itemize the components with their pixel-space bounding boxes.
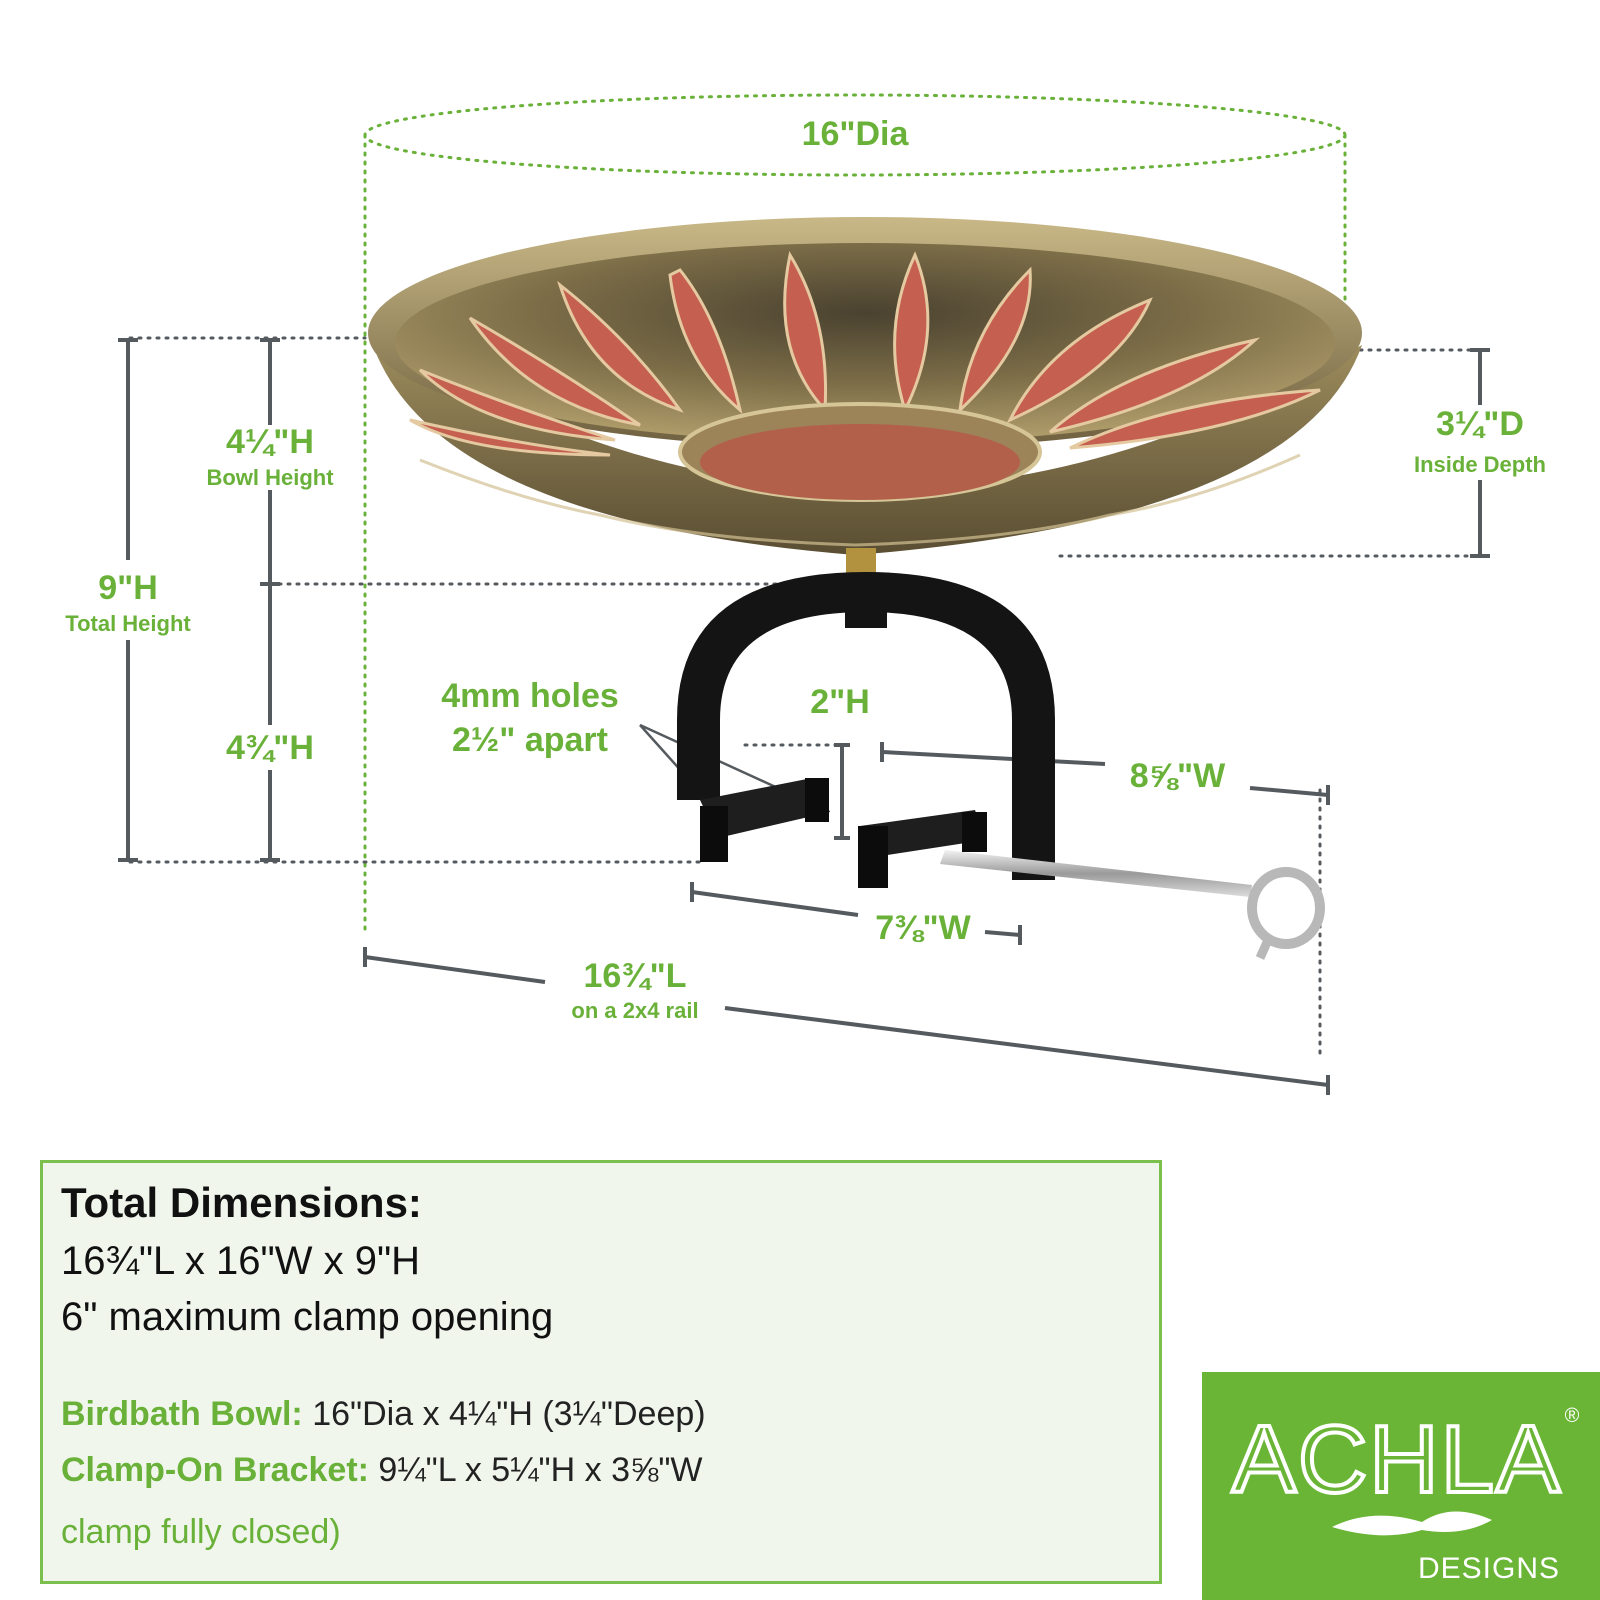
clamp-bracket <box>677 572 1325 960</box>
total-height-caption: Total Height <box>65 611 191 636</box>
panel-title: Total Dimensions: <box>61 1179 422 1226</box>
bracket-height-label: 4¾"H <box>226 729 314 767</box>
guide-lines <box>128 336 1482 864</box>
leaf-icon <box>1332 1511 1492 1536</box>
bracket-spec-value: 9¼"L x 5¼"H x 3⅝"W <box>368 1451 703 1489</box>
total-size-line: 16¾"L x 16"W x 9"H <box>61 1239 421 1283</box>
clamp-width-label: 8⅝"W <box>1129 757 1226 795</box>
length-caption: on a 2x4 rail <box>571 998 699 1023</box>
bowl-spec-key: Birdbath Bowl: <box>61 1395 303 1433</box>
bracket-spec-key: Clamp-On Bracket: <box>61 1451 369 1489</box>
diameter-label: 16"Dia <box>801 115 909 153</box>
tab-height-label: 2"H <box>810 683 870 721</box>
dimensions-panel: Total Dimensions: 16¾"L x 16"W x 9"H 6" … <box>40 1160 1162 1584</box>
bracket-spec-line: Clamp-On Bracket: 9¼"L x 5¼"H x 3⅝"W <box>61 1451 703 1490</box>
svg-text:®: ® <box>1565 1405 1580 1427</box>
holes-label-line2: 2½" apart <box>452 721 608 759</box>
bowl-height-caption: Bowl Height <box>206 465 334 490</box>
clamp-opening-line: 6" maximum clamp opening <box>61 1295 554 1339</box>
inside-depth-label: 3¼"D <box>1436 405 1524 443</box>
birdbath-bowl <box>368 217 1362 586</box>
bowl-spec-line: Birdbath Bowl: 16"Dia x 4¼"H (3¼"Deep) <box>61 1395 706 1434</box>
svg-text:ACHLA: ACHLA <box>1232 1406 1562 1513</box>
inside-depth-caption: Inside Depth <box>1413 452 1546 477</box>
dimension-lines <box>118 338 1490 1095</box>
clamp-closed-note: clamp fully closed) <box>61 1513 341 1551</box>
logo-designs-text: DESIGNS <box>1417 1552 1560 1585</box>
bowl-spec-value: 16"Dia x 4¼"H (3¼"Deep) <box>302 1395 706 1433</box>
base-width-label: 7⅜"W <box>875 909 971 947</box>
length-label: 16¾"L <box>583 957 687 995</box>
total-height-label: 9"H <box>98 569 158 607</box>
achla-logo-mark: ACHLA ® <box>1230 1404 1580 1536</box>
bowl-height-label: 4¼"H <box>226 423 314 461</box>
holes-label-line1: 4mm holes <box>441 677 619 715</box>
achla-logo: ACHLA ® DESIGNS <box>1202 1372 1600 1600</box>
